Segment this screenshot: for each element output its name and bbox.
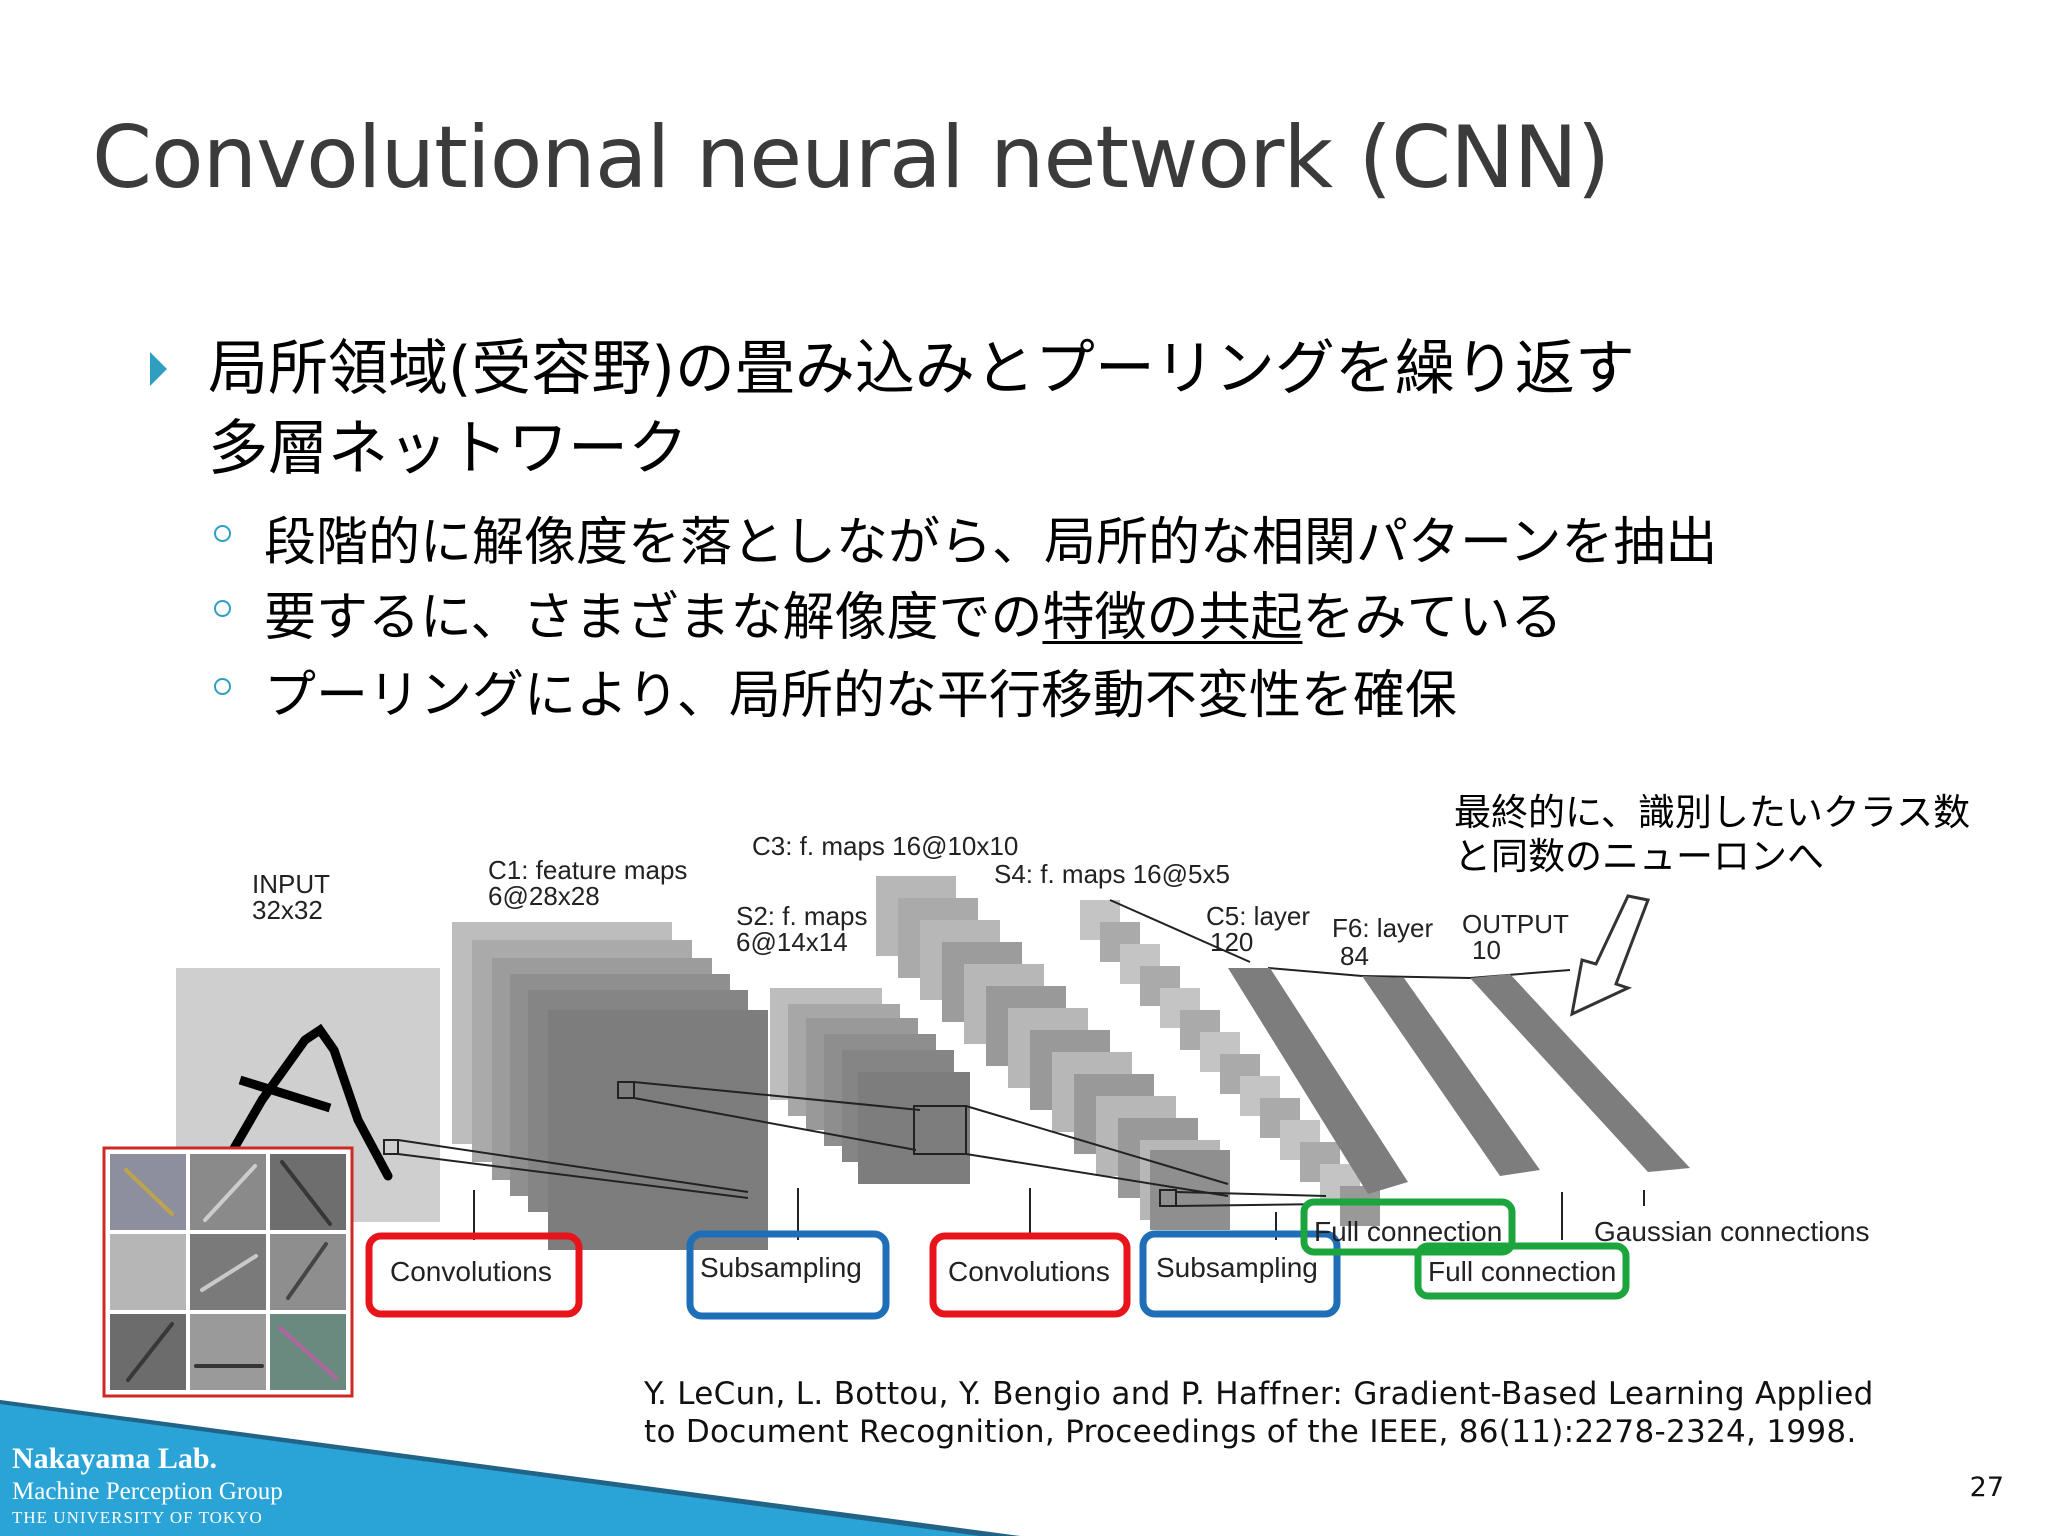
annotation-line1: 最終的に、識別したいクラス数 <box>1454 791 1971 834</box>
sub-bullet-2-text-end: をみている <box>1302 588 1563 648</box>
letter-a-stroke <box>213 1023 393 1181</box>
sub-bullet-2-text: 要するに、さまざまな解像度での <box>264 588 1043 648</box>
convolution-box-2 <box>929 1232 1131 1318</box>
subsampling-label-1: Subsampling <box>700 1252 862 1283</box>
c1-label: C1: feature maps <box>488 855 688 885</box>
convolutions-label-2: Convolutions <box>948 1256 1110 1287</box>
s4-label: S4: f. maps 16@5x5 <box>994 859 1230 889</box>
footer-university: THE UNIVERSITY OF TOKYO <box>12 1508 263 1527</box>
c3-label: C3: f. maps 16@10x10 <box>752 831 1019 861</box>
output-size: 10 <box>1472 935 1501 965</box>
s4-maps <box>1080 900 1380 1226</box>
page-number: 27 <box>1969 1472 2004 1503</box>
full-connection-label-2: Full connection <box>1428 1256 1617 1287</box>
input-size: 32x32 <box>252 895 323 925</box>
full-connection-box-2 <box>1414 1242 1630 1300</box>
f6-size: 84 <box>1340 941 1369 971</box>
c1-map <box>548 1010 768 1250</box>
c1-size: 6@28x28 <box>488 881 600 911</box>
down-arrow-icon <box>1569 894 1651 1017</box>
f6-layer <box>1362 976 1540 1176</box>
subsampling-label-2: Subsampling <box>1156 1252 1318 1283</box>
output-layer <box>1470 974 1690 1172</box>
c5-layer <box>1228 968 1408 1194</box>
slide-title: Convolutional neural network (CNN) <box>92 108 1610 208</box>
c5-label: C5: layer <box>1206 901 1311 931</box>
annotation-line2: と同数のニューロンへ <box>1454 835 1824 878</box>
sub-bullet-1: 段階的に解像度を落としながら、局所的な相関パターンを抽出 <box>264 513 1718 573</box>
full-connection-label-1: Full connection <box>1314 1216 1503 1247</box>
s2-size: 6@14x14 <box>736 927 848 957</box>
letter-a-bar <box>238 1075 332 1113</box>
footer-lab-name: Nakayama Lab. <box>12 1442 218 1475</box>
full-connection-box-1 <box>1300 1198 1516 1256</box>
f6-label: F6: layer <box>1332 913 1434 943</box>
output-label: OUTPUT <box>1462 909 1569 939</box>
c3-maps <box>876 876 1230 1230</box>
sub-bullet-2-underlined: 特徴の共起 <box>1042 588 1303 648</box>
input-label: INPUT <box>252 869 330 899</box>
sub-bullet-3: プーリングにより、局所的な平行移動不変性を確保 <box>264 666 1457 726</box>
convolutions-label-1: Convolutions <box>390 1256 552 1287</box>
subsampling-box-2 <box>1139 1230 1341 1318</box>
sub-bullet-circle-icon <box>214 678 231 695</box>
citation-line2: to Document Recognition, Proceedings of … <box>644 1414 1857 1450</box>
subsampling-box-1 <box>686 1230 890 1320</box>
bullet-main-line1: 局所領域(受容野)の畳み込みとプーリングを繰り返す <box>208 334 1635 404</box>
c5-size: 120 <box>1210 927 1254 957</box>
footer-group: Machine Perception Group <box>12 1478 283 1505</box>
sub-bullet-2: 要するに、さまざまな解像度での特徴の共起をみている <box>264 575 1562 650</box>
sub-bullet-circle-icon <box>214 525 231 542</box>
s2-label: S2: f. maps <box>736 901 868 931</box>
convolution-box-1 <box>365 1232 583 1318</box>
citation-line1: Y. LeCun, L. Bottou, Y. Bengio and P. Ha… <box>644 1376 1874 1412</box>
bullet-arrow-icon <box>150 352 167 386</box>
gaussian-connections-label: Gaussian connections <box>1594 1216 1870 1247</box>
bullet-main-line2: 多層ネットワーク <box>208 414 688 484</box>
sub-bullet-circle-icon <box>214 600 231 617</box>
